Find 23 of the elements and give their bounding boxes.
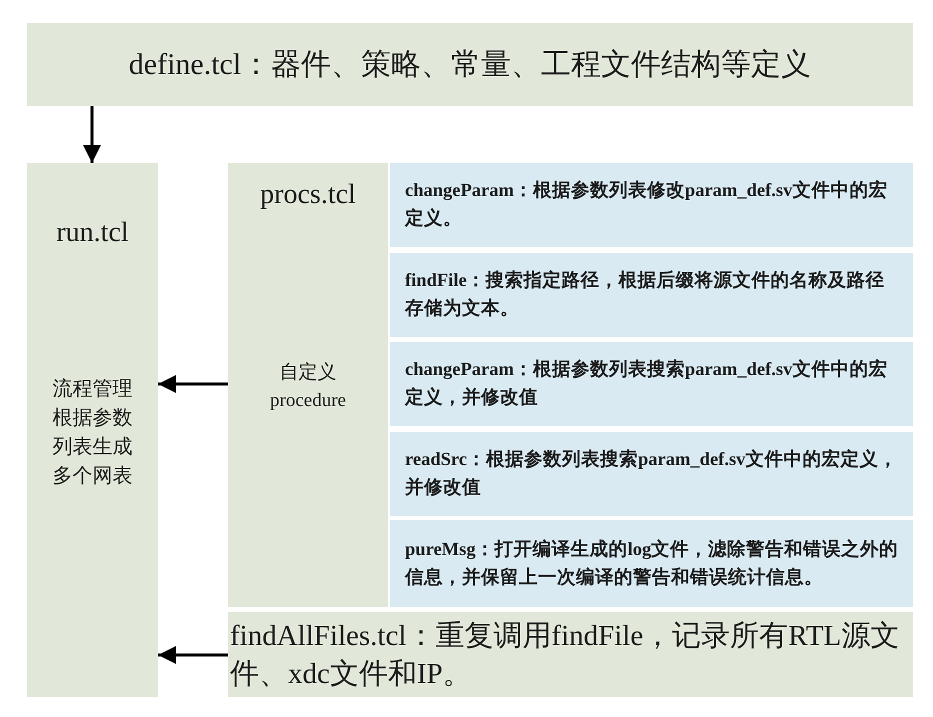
script-column xyxy=(228,163,388,607)
banner-text: findAllFiles.tcl：重复调用findFile，记录所有RTL源文件、xdc文件和IP。 xyxy=(230,618,900,692)
procedure-description: changeParam：根据参数列表搜索param_def.sv文件中的宏定义，并修改值 xyxy=(405,358,888,410)
procedure-description: changeParam：根据参数列表修改param_def.sv文件中的宏定义。 xyxy=(405,178,888,231)
procedure-description: findFile：搜索指定路径，根据后缀将源文件的名称及路径存储为文本。 xyxy=(405,269,886,321)
procedure-description: readSrc：根据参数列表搜索param_def.sv文件中的宏定义，并修改值 xyxy=(405,448,898,500)
script-column xyxy=(27,163,158,697)
procedure-description: pureMsg：打开编译生成的log文件，滤除警告和错误之外的信息，并保留上一次编译的警告和错误统计信息。 xyxy=(405,538,899,590)
script-title: procs.tcl xyxy=(259,178,357,212)
procedure-cell xyxy=(390,253,913,337)
procedure-cell xyxy=(390,432,913,516)
script-description: 自定义 procedure xyxy=(269,361,347,413)
procedure-cell xyxy=(390,342,913,426)
script-banner xyxy=(228,612,913,697)
procedure-cell xyxy=(390,520,913,607)
arrow xyxy=(83,106,101,163)
banner-text: define.tcl：器件、策略、常量、工程文件结构等定义 xyxy=(128,46,812,82)
script-title: run.tcl xyxy=(55,216,130,250)
arrow xyxy=(158,646,228,664)
arrow xyxy=(158,375,228,393)
script-description: 流程管理根据参数列表生成多个网表 xyxy=(52,377,134,489)
definition-banner xyxy=(27,23,913,106)
procedure-cell xyxy=(390,163,913,247)
